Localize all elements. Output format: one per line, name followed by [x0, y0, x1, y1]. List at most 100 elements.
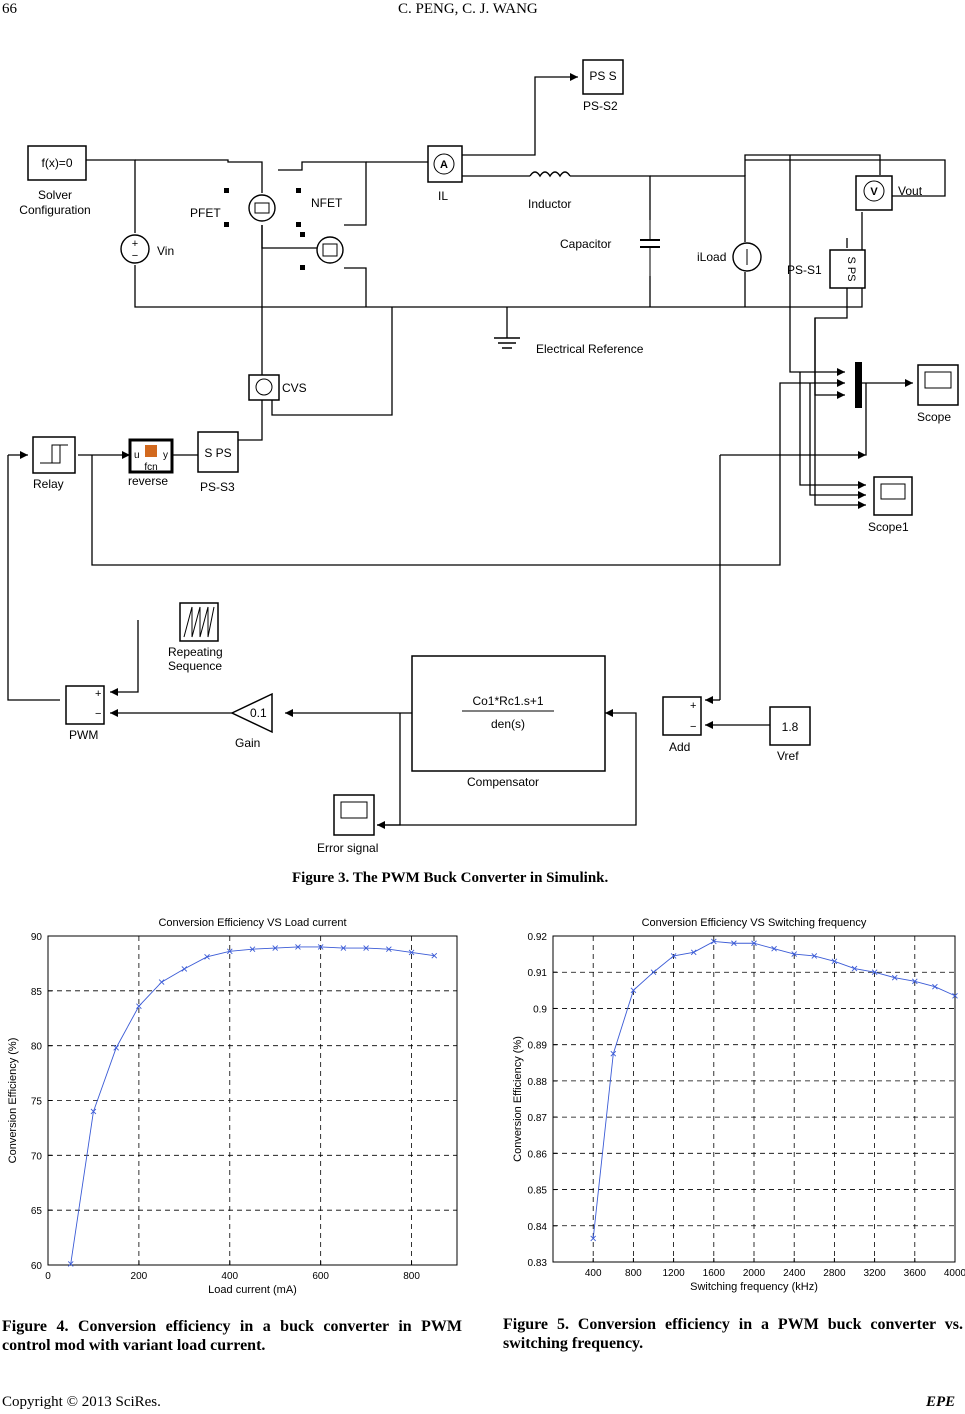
y-tick-label: 0.89: [528, 1041, 548, 1052]
svg-text:A: A: [440, 159, 448, 171]
il-label: IL: [438, 189, 448, 203]
nfet-label: NFET: [311, 196, 343, 210]
data-point: [113, 1045, 119, 1051]
x-tick-label: 0: [45, 1271, 51, 1282]
x-tick-label: 200: [131, 1271, 148, 1282]
svg-text:−: −: [132, 250, 138, 262]
data-point: [590, 1235, 597, 1242]
data-point: [630, 987, 637, 994]
figure4-caption: Figure 4. Conversion efficiency in a buc…: [2, 1318, 462, 1354]
x-tick-label: 400: [221, 1271, 238, 1282]
svg-text:Solver: Solver: [38, 188, 72, 202]
x-axis-label: Load current (mA): [208, 1284, 297, 1296]
pss2-label: PS-S2: [583, 99, 618, 113]
y-tick-label: 80: [31, 1042, 43, 1053]
svg-text:Configuration: Configuration: [19, 203, 90, 217]
x-tick-label: 3200: [863, 1268, 886, 1279]
y-axis-label: Conversion Efficiency (%): [7, 1038, 19, 1164]
data-point: [751, 940, 757, 947]
svg-text:y: y: [163, 450, 168, 461]
data-point: [891, 974, 898, 981]
simulink-diagram: f(x)=0 Solver Configuration + − Vin PFET…: [7, 59, 959, 855]
chart-title: Conversion Efficiency VS Load current: [158, 917, 346, 929]
y-tick-label: 70: [31, 1151, 43, 1162]
iload-label: iLoad: [697, 250, 726, 264]
svg-text:0.1: 0.1: [250, 706, 267, 720]
capacitor-label: Capacitor: [560, 237, 611, 251]
svg-text:den(s): den(s): [491, 717, 525, 731]
y-tick-label: 65: [31, 1206, 43, 1217]
data-point: [136, 1003, 142, 1010]
reverse-label: reverse: [128, 474, 168, 488]
pwm-label: PWM: [69, 728, 98, 742]
y-axis-label: Conversion Efficiency (%): [512, 1036, 524, 1162]
data-point: [811, 953, 818, 959]
svg-text:−: −: [95, 708, 101, 720]
y-tick-label: 0.84: [528, 1222, 548, 1233]
x-tick-label: 2800: [823, 1268, 846, 1279]
add-label: Add: [669, 740, 690, 754]
data-point: [226, 948, 233, 955]
y-tick-label: 0.86: [528, 1149, 548, 1160]
svg-text:u: u: [134, 450, 140, 461]
svg-text:S PS: S PS: [204, 446, 231, 460]
y-tick-label: 75: [31, 1097, 43, 1108]
compensator-label: Compensator: [467, 775, 539, 789]
x-tick-label: 1600: [703, 1268, 726, 1279]
x-tick-label: 400: [585, 1268, 602, 1279]
footer-copyright: Copyright © 2013 SciRes.: [2, 1394, 161, 1410]
x-tick-label: 4000: [944, 1268, 965, 1279]
y-tick-label: 0.85: [528, 1186, 548, 1197]
data-point: [610, 1050, 617, 1057]
data-point: [650, 969, 657, 976]
svg-text:V: V: [870, 186, 878, 198]
pss3-label: PS-S3: [200, 480, 235, 494]
svg-text:+: +: [132, 238, 138, 250]
svg-text:+: +: [95, 688, 101, 700]
vout-label: Vout: [898, 184, 923, 198]
svg-text:Repeating: Repeating: [168, 645, 223, 659]
data-point: [710, 938, 717, 945]
footer-journal: EPE: [926, 1394, 956, 1410]
y-tick-label: 0.87: [528, 1113, 548, 1124]
pss1-label: PS-S1: [787, 263, 822, 277]
x-tick-label: 1200: [662, 1268, 685, 1279]
x-tick-label: 800: [403, 1271, 420, 1282]
data-point: [340, 945, 347, 951]
plot-area: [47, 935, 458, 1266]
scope-label: Scope: [917, 410, 951, 424]
data-point: [731, 940, 737, 947]
data-point: [158, 979, 165, 985]
scope1-label: Scope1: [868, 520, 909, 534]
svg-text:S PS: S PS: [845, 256, 857, 281]
svg-text:Sequence: Sequence: [168, 659, 222, 673]
svg-text:+: +: [690, 700, 696, 712]
data-point: [272, 945, 279, 951]
relay-label: Relay: [33, 477, 64, 491]
error-signal-label: Error signal: [317, 841, 378, 855]
data-point: [204, 954, 210, 960]
vref-label: Vref: [777, 749, 799, 763]
svg-text:1.8: 1.8: [782, 720, 799, 734]
x-tick-label: 2400: [783, 1268, 806, 1279]
data-point: [831, 958, 838, 965]
electrical-reference-label: Electrical Reference: [536, 342, 644, 356]
y-tick-label: 0.88: [528, 1077, 548, 1088]
x-tick-label: 3600: [904, 1268, 927, 1279]
y-tick-label: 0.92: [528, 932, 548, 943]
data-point: [670, 953, 677, 959]
x-tick-label: 800: [625, 1268, 642, 1279]
data-point: [952, 992, 958, 999]
data-point: [67, 1261, 74, 1267]
data-point: [408, 949, 415, 956]
svg-text:Co1*Rc1.s+1: Co1*Rc1.s+1: [472, 694, 543, 708]
data-point: [295, 944, 301, 950]
data-point: [386, 946, 392, 952]
vin-label: Vin: [157, 244, 174, 258]
data-point: [363, 945, 369, 951]
data-point: [90, 1108, 97, 1115]
cvs-label: CVS: [282, 381, 307, 395]
solver-block-text: f(x)=0: [41, 156, 72, 170]
